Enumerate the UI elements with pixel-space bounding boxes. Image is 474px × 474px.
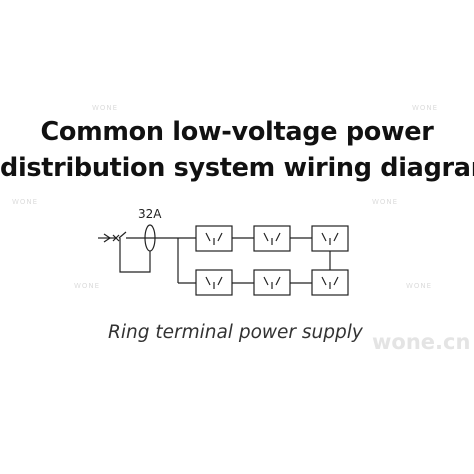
diagram-title: Common low-voltage power distribution sy… — [0, 114, 474, 186]
watermark-mid-left: WONE — [12, 198, 39, 206]
watermark-top-left: WONE — [92, 104, 119, 112]
diagram-caption: Ring terminal power supply — [108, 322, 363, 343]
socket-outlet-icon — [195, 269, 233, 296]
socket-outlet-icon — [253, 269, 291, 296]
watermark-domain: wone.cn — [372, 330, 471, 354]
socket-outlet-icon — [311, 225, 349, 252]
diagram-title-line-2: distribution system wiring diagram — [0, 153, 474, 183]
watermark-lower-right: WONE — [406, 282, 433, 290]
socket-outlet-icon — [195, 225, 233, 252]
breaker-rating-label: 32A — [138, 207, 162, 221]
ring-circuit-wires — [177, 237, 331, 284]
socket-outlet-icon — [253, 225, 291, 252]
supply-arrow-icon — [98, 233, 112, 243]
circuit-breaker-icon — [110, 231, 178, 242]
current-transformer-icon — [119, 224, 156, 273]
watermark-top-right: WONE — [412, 104, 439, 112]
watermark-mid-right: WONE — [372, 198, 399, 206]
socket-outlet-icon — [311, 269, 349, 296]
watermark-lower-left: WONE — [74, 282, 101, 290]
diagram-title-line-1: Common low-voltage power — [40, 117, 434, 147]
